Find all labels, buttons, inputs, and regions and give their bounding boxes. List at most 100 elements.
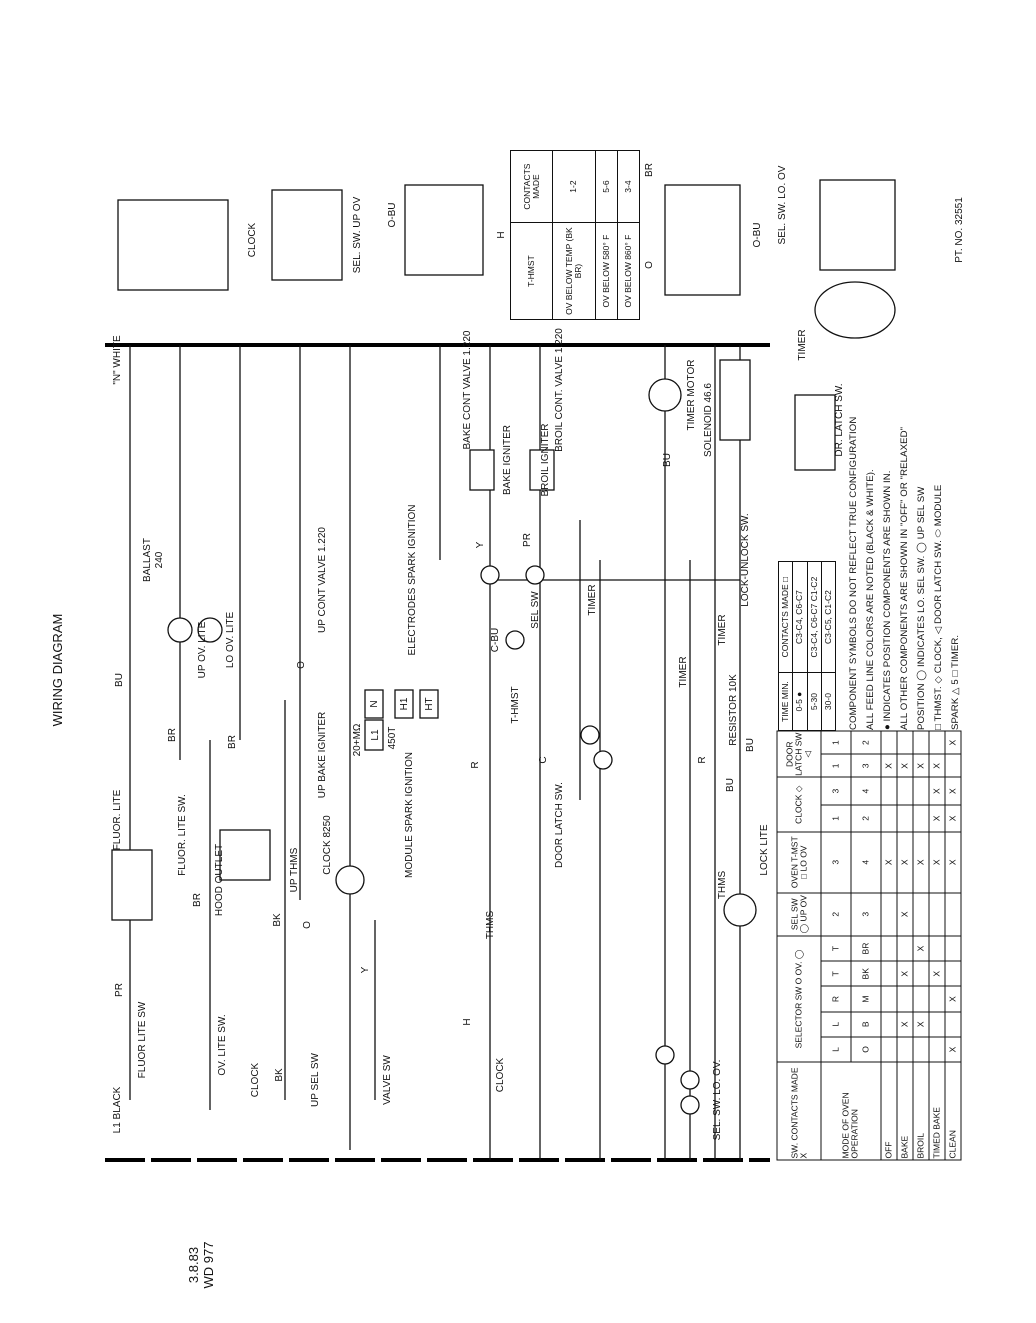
- label: UP BAKE IGNITER: [317, 712, 328, 799]
- module-h1: [394, 689, 414, 719]
- label: UP OV. LITE: [197, 621, 208, 678]
- contact-mark: [944, 935, 961, 962]
- label: O: [296, 661, 307, 669]
- label: SEL. SW. UP OV: [352, 196, 363, 273]
- terminal-label: 3: [850, 754, 881, 778]
- label: MODULE SPARK IGNITION: [404, 752, 415, 878]
- terminal-label: L: [821, 1011, 851, 1037]
- time-cell: 5-30: [807, 672, 822, 731]
- label: BK: [272, 913, 283, 927]
- label: CLOCK: [495, 1057, 506, 1092]
- terminal-label: L: [821, 1036, 851, 1063]
- label: SEL. SW. LO. OV.: [712, 1060, 723, 1141]
- connector-sel-lo: [664, 184, 741, 296]
- label: VALVE SW: [382, 1055, 393, 1105]
- contacts-cell: C3-C4, C6-C7: [792, 561, 807, 673]
- contact-mark: X: [896, 754, 913, 778]
- label: UP CONT VALVE 1.220: [317, 527, 328, 633]
- connector-1: [117, 199, 229, 291]
- label: DR. LATCH SW.: [834, 383, 845, 456]
- label: PR: [114, 983, 125, 997]
- contact-mark: X: [880, 754, 897, 778]
- connector-timer: [819, 179, 896, 271]
- dr-latch-switch-body: [794, 394, 836, 471]
- contact-mark: [928, 986, 945, 1012]
- label: LOCK LITE: [759, 824, 770, 875]
- label: R: [470, 761, 481, 768]
- terminal-label: B: [850, 1011, 881, 1037]
- contact-mark: X: [896, 1011, 913, 1037]
- contact-mark: [912, 986, 929, 1012]
- part-number: PT. NO. 32551: [954, 197, 965, 263]
- label: N: [369, 700, 380, 707]
- label: SEL SW: [530, 591, 541, 629]
- contact-mark: X: [912, 935, 929, 962]
- group-header: CLOCK ◇: [777, 777, 821, 832]
- terminal-label: 3: [821, 777, 851, 805]
- label: LOCK-UNLOCK SW.: [740, 513, 751, 606]
- label: BU: [114, 673, 125, 687]
- contact-mark: [912, 804, 929, 832]
- contact-mark: X: [944, 831, 961, 893]
- group-header: DOOR LATCH SW ◁: [777, 731, 821, 778]
- contacts-cell: C3-C4, C6-C7 C1-C2: [807, 561, 822, 673]
- label: BU: [725, 778, 736, 792]
- connector-clock: [271, 189, 343, 281]
- terminal-label: 1: [821, 754, 851, 778]
- contact-mark: [880, 1036, 897, 1063]
- contact-mark: X: [896, 961, 913, 987]
- label: LO OV. LITE: [225, 612, 236, 669]
- drawing-number: WD 977: [201, 1242, 216, 1289]
- contact-mark: [896, 777, 913, 805]
- mode-cell: TIMED BAKE: [928, 1062, 945, 1160]
- up-ov-lite-bulb: [167, 617, 193, 643]
- terminal-label: 4: [850, 777, 881, 805]
- contact-mark: X: [880, 831, 897, 893]
- label: Y: [475, 541, 486, 548]
- thmst-contacts: 1-2: [552, 150, 595, 223]
- note: SPARK △ 5 □ TIMER.: [950, 634, 961, 730]
- label: C: [538, 756, 549, 763]
- contact-mark: [880, 731, 897, 755]
- label: DOOR LATCH SW.: [554, 782, 565, 868]
- timer-motor: [648, 378, 682, 412]
- contact-mark: X: [928, 777, 945, 805]
- label: BR: [644, 163, 655, 177]
- label: 20+MΩ: [352, 723, 363, 756]
- label: TIMER: [797, 329, 808, 360]
- module-l1: [364, 719, 384, 751]
- label: O: [644, 261, 655, 269]
- module-ht: [419, 689, 439, 719]
- label: BAKE CONT VALVE 1.220: [462, 330, 473, 449]
- label: TIMER MOTOR: [686, 360, 697, 431]
- timer-motor-ring: [814, 281, 896, 339]
- contact-mark: X: [912, 831, 929, 893]
- clock-motor: [335, 865, 365, 895]
- label: BR: [192, 893, 203, 907]
- contact-mark: X: [944, 804, 961, 832]
- contact-mark: [928, 892, 945, 936]
- contact-mark: [928, 1036, 945, 1063]
- contact-mark: [880, 1011, 897, 1037]
- terminal-label: 3: [821, 831, 851, 893]
- contact-mark: X: [944, 731, 961, 755]
- mode-cell: BAKE: [896, 1062, 913, 1160]
- label: TIMER: [587, 584, 598, 615]
- contact-mark: X: [944, 777, 961, 805]
- label: H: [462, 1018, 473, 1025]
- contact-mark: X: [928, 961, 945, 987]
- time-cell: 30-0: [821, 672, 836, 731]
- label: FLUOR. LITE SW.: [177, 794, 188, 876]
- thmst-header: T-HMST: [510, 222, 553, 320]
- label: O-BU: [752, 223, 763, 248]
- terminal-label: O: [850, 1036, 881, 1063]
- label: O: [302, 921, 313, 929]
- label: L1 BLACK: [112, 1086, 123, 1133]
- label: CLOCK 8250: [322, 815, 333, 875]
- contact-mark: [912, 731, 929, 755]
- label: HT: [424, 697, 435, 710]
